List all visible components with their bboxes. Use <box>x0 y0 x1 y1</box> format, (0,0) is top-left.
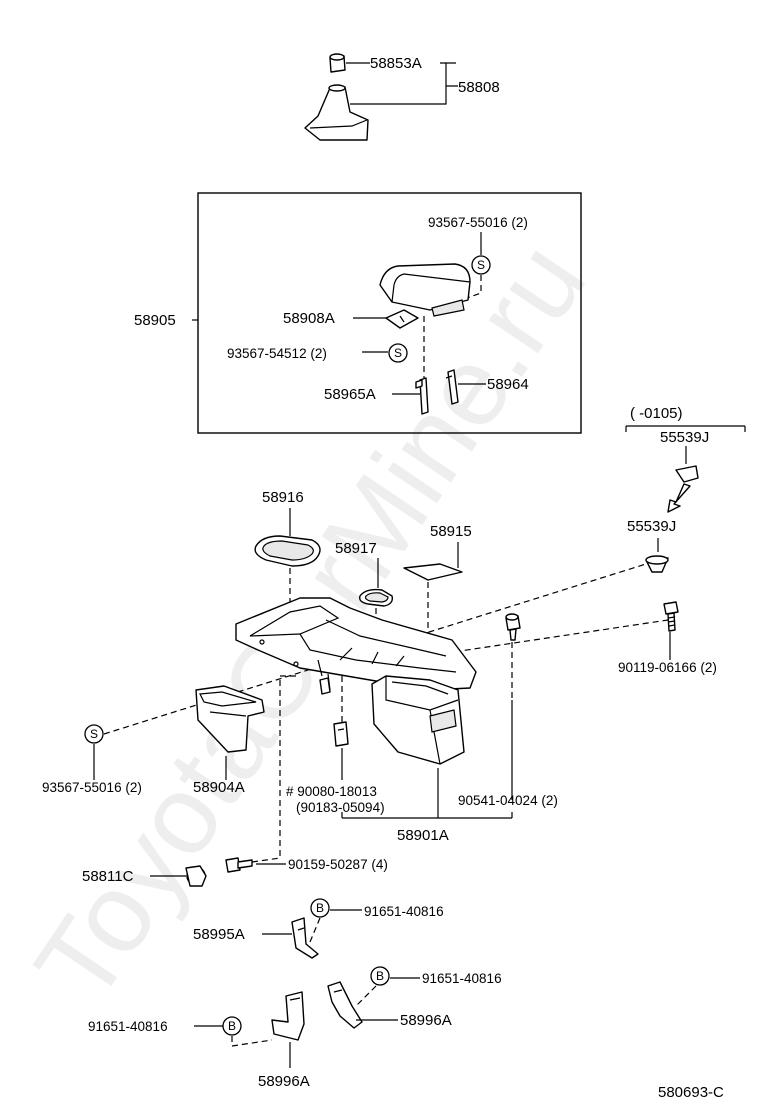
label-90541-04024: 90541-04024 (2) <box>458 793 558 808</box>
clip-90080-18013[interactable] <box>333 721 349 747</box>
screw-symbol-s-top: S <box>471 255 491 275</box>
label-90119-06166: 90119-06166 (2) <box>618 660 717 675</box>
diagram-code: 580693-C <box>658 1084 724 1101</box>
bolt-90159-50287[interactable] <box>225 857 253 873</box>
screw-symbol-s-mid: S <box>388 343 408 363</box>
hinge-plate-58908A[interactable] <box>385 309 419 329</box>
label-58916: 58916 <box>262 489 304 506</box>
symbol-b-1: B <box>310 898 330 918</box>
label-93567-54512: 93567-54512 (2) <box>227 346 327 361</box>
label-90080-18013: # 90080-18013 <box>286 784 377 799</box>
bracket-58996A-bottom[interactable] <box>271 991 305 1041</box>
symbol-b-3: B <box>222 1016 242 1036</box>
clip-55539J-old[interactable] <box>675 465 699 483</box>
bracket-58996A-right[interactable] <box>327 981 363 1029</box>
label-58905: 58905 <box>134 312 176 329</box>
label-58853A: 58853A <box>370 55 422 72</box>
label-58996A-right: 58996A <box>400 1012 452 1029</box>
latch-58965A[interactable] <box>415 377 429 415</box>
screw-symbol-s-left: S <box>84 724 104 744</box>
label-58901A: 58901A <box>397 827 449 844</box>
label-58915: 58915 <box>430 523 472 540</box>
label-55539J-top: 55539J <box>660 429 709 446</box>
label-58995A: 58995A <box>193 926 245 943</box>
label-90183-05094: (90183-05094) <box>296 800 385 815</box>
pad-58917[interactable] <box>358 588 394 607</box>
label-58964: 58964 <box>487 376 529 393</box>
spring-58964[interactable] <box>445 369 459 405</box>
arrow-to-new-clip <box>667 483 691 513</box>
cap-58811C[interactable] <box>185 865 207 887</box>
label-58917: 58917 <box>335 540 377 557</box>
label-55539J: 55539J <box>627 518 676 535</box>
armrest-lid[interactable] <box>379 263 471 317</box>
bolt-90119-06166[interactable] <box>663 601 679 632</box>
svg-text:S: S <box>90 727 98 741</box>
label-91651-40816-b: 91651-40816 <box>422 971 502 986</box>
label-58811C: 58811C <box>82 868 134 885</box>
shift-boot-58808[interactable] <box>304 84 369 141</box>
console-body-58901A[interactable] <box>235 597 477 765</box>
label-91651-40816-a: 91651-40816 <box>364 904 444 919</box>
label-58908A: 58908A <box>283 310 335 327</box>
shift-knob-cap-58853A[interactable] <box>329 53 346 73</box>
svg-text:B: B <box>228 1019 236 1033</box>
label-93567-55016-top: 93567-55016 (2) <box>428 215 528 230</box>
mat-58915[interactable] <box>403 563 463 581</box>
label-91651-40816-c: 91651-40816 <box>88 1019 168 1034</box>
bracket-58995A[interactable] <box>291 917 319 959</box>
label-58904A: 58904A <box>193 779 245 796</box>
side-panel-58904A[interactable] <box>195 685 265 753</box>
label-90159-50287: 90159-50287 (4) <box>288 857 388 872</box>
svg-text:S: S <box>394 346 402 360</box>
label-93567-55016-left: 93567-55016 (2) <box>42 780 142 795</box>
clip-55539J[interactable] <box>645 555 669 573</box>
label-58965A: 58965A <box>324 386 376 403</box>
tray-mat-58916[interactable] <box>254 535 321 567</box>
svg-text:B: B <box>376 969 384 983</box>
svg-text:S: S <box>477 258 485 272</box>
label-date-range: ( -0105) <box>630 405 683 422</box>
label-58808: 58808 <box>458 79 500 96</box>
symbol-b-2: B <box>370 966 390 986</box>
svg-text:B: B <box>316 901 324 915</box>
label-58996A-bottom: 58996A <box>258 1073 310 1090</box>
screw-90541-04024[interactable] <box>505 613 521 641</box>
group-box-58905 <box>197 192 582 434</box>
